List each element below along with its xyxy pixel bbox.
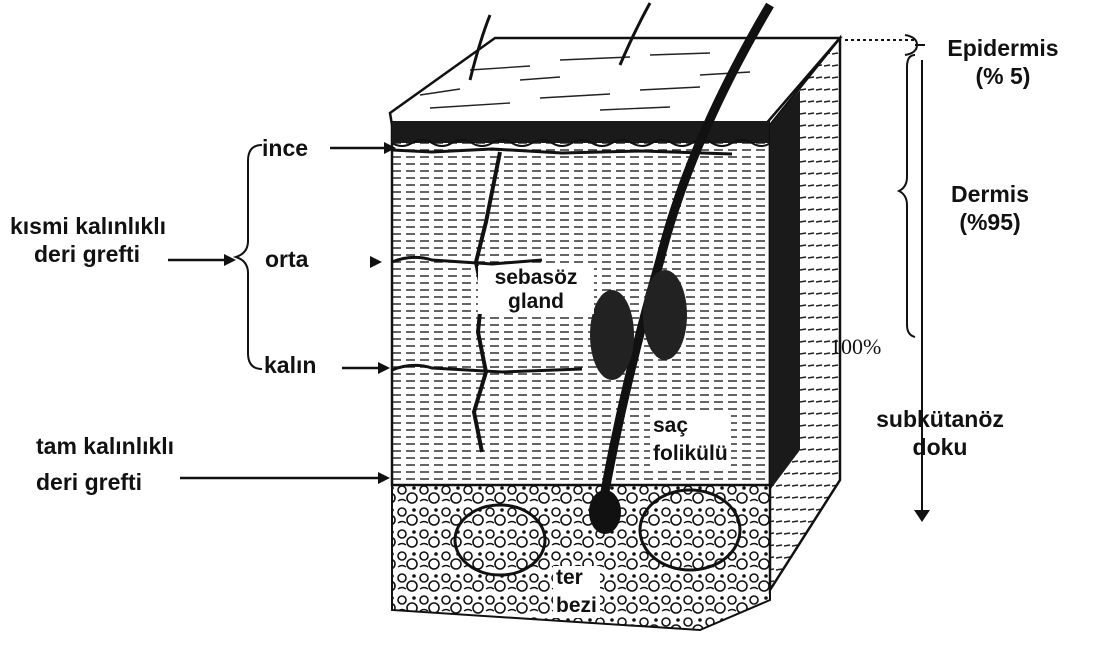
hair-follicle-label: saç folikülü bbox=[650, 414, 731, 466]
dermis-title: Dermis bbox=[935, 180, 1045, 208]
full-thickness-graft-label: tam kalınlıklı deri grefti bbox=[36, 432, 174, 496]
sweat-gland-line1: ter bbox=[556, 566, 597, 590]
thick-split-label: kalın bbox=[264, 351, 316, 379]
sweat-gland-line2: bezi bbox=[556, 594, 597, 618]
depth-100-marker: 100% bbox=[830, 333, 881, 361]
sebaceous-gland-label: sebasöz gland bbox=[478, 266, 594, 314]
subcutaneous-line1: subkütanöz bbox=[850, 405, 1030, 433]
full-thickness-line1: tam kalınlıklı bbox=[36, 432, 174, 460]
partial-thickness-line1: kısmi kalınlıklı bbox=[10, 212, 166, 240]
skin-top-surface bbox=[390, 38, 840, 125]
medium-split-label: orta bbox=[265, 245, 308, 273]
full-thickness-line2: deri grefti bbox=[36, 468, 174, 496]
thin-split-label: ince bbox=[262, 134, 308, 162]
skin-side-face bbox=[770, 38, 840, 590]
hair-follicle-line2: folikülü bbox=[653, 442, 728, 466]
sebaceous-line2: gland bbox=[481, 290, 591, 314]
dermis-label: Dermis (%95) bbox=[935, 180, 1045, 236]
hair-follicle-line1: saç bbox=[653, 414, 728, 438]
subcutaneous-line2: doku bbox=[850, 433, 1030, 461]
sebaceous-line1: sebasöz bbox=[481, 266, 591, 290]
epidermis-label: Epidermis (% 5) bbox=[928, 34, 1078, 90]
dermis-percent: (%95) bbox=[935, 208, 1045, 236]
partial-thickness-brace bbox=[236, 145, 262, 369]
partial-thickness-graft-label: kısmi kalınlıklı deri grefti bbox=[10, 212, 166, 268]
epidermis-title: Epidermis bbox=[928, 34, 1078, 62]
sweat-gland-label: ter bezi bbox=[553, 566, 600, 618]
label-arrows bbox=[168, 142, 396, 484]
subcutaneous-label: subkütanöz doku bbox=[850, 405, 1030, 461]
partial-thickness-line2: deri grefti bbox=[10, 240, 166, 268]
epidermis-percent: (% 5) bbox=[928, 62, 1078, 90]
